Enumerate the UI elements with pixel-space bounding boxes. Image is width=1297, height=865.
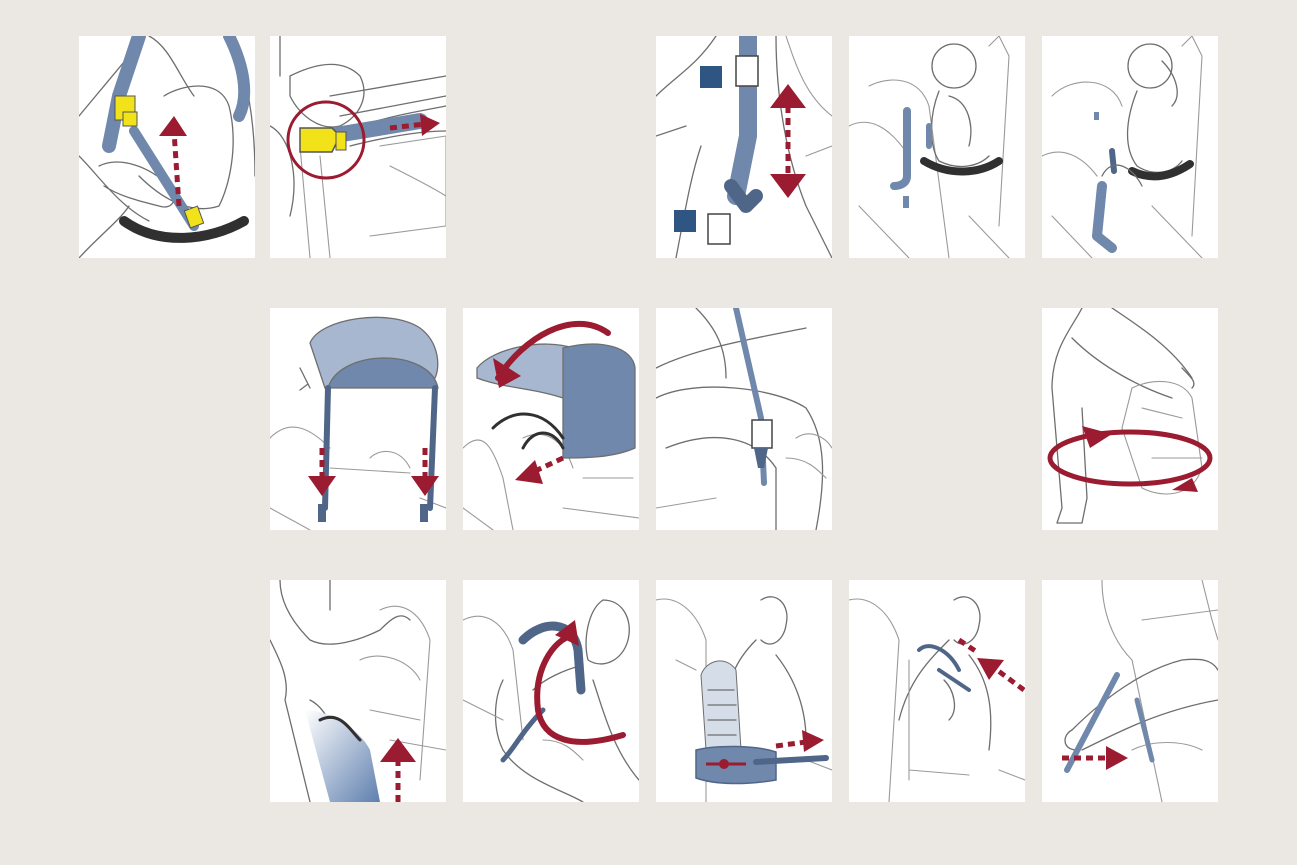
buckle-release-icon <box>270 36 446 258</box>
harness-buckle-adjust-icon <box>79 36 255 258</box>
buckle-icon <box>300 128 340 152</box>
buckle-icon <box>736 56 758 86</box>
load-lifter-tighten-icon <box>849 580 1025 802</box>
hipbelt-tighten-panel <box>656 580 832 802</box>
marker-square <box>674 210 696 232</box>
strap-length-adjust-panel <box>656 36 832 258</box>
side-strap-buckle-icon <box>656 308 832 530</box>
child-stirrup-side-icon <box>1042 36 1218 258</box>
child-seated-stirrup-panel <box>849 36 1025 258</box>
buckle-icon <box>752 420 772 448</box>
shoulder-strap-on-icon <box>463 580 639 802</box>
carrier-rotate-panel <box>1042 308 1218 530</box>
kickstand-fold-icon <box>1042 580 1218 802</box>
strap-length-adjust-icon <box>656 36 832 258</box>
child-seated-stirrup-icon <box>849 36 1025 258</box>
load-lifter-tighten-panel <box>849 580 1025 802</box>
child-stirrup-side-panel <box>1042 36 1218 258</box>
marker-square <box>700 66 722 88</box>
harness-buckle-adjust-panel <box>79 36 255 258</box>
lift-carrier-panel <box>270 580 446 802</box>
sunshade-attach-panel <box>270 308 446 530</box>
hipbelt-tighten-icon <box>656 580 832 802</box>
sunshade-fold-icon <box>463 308 639 530</box>
carrier-rotate-icon <box>1042 308 1218 530</box>
sunshade-fold-panel <box>463 308 639 530</box>
side-strap-buckle-panel <box>656 308 832 530</box>
sunshade-attach-icon <box>270 308 446 530</box>
shoulder-strap-on-panel <box>463 580 639 802</box>
lift-carrier-icon <box>270 580 446 802</box>
kickstand-fold-panel <box>1042 580 1218 802</box>
buckle-release-panel <box>270 36 446 258</box>
